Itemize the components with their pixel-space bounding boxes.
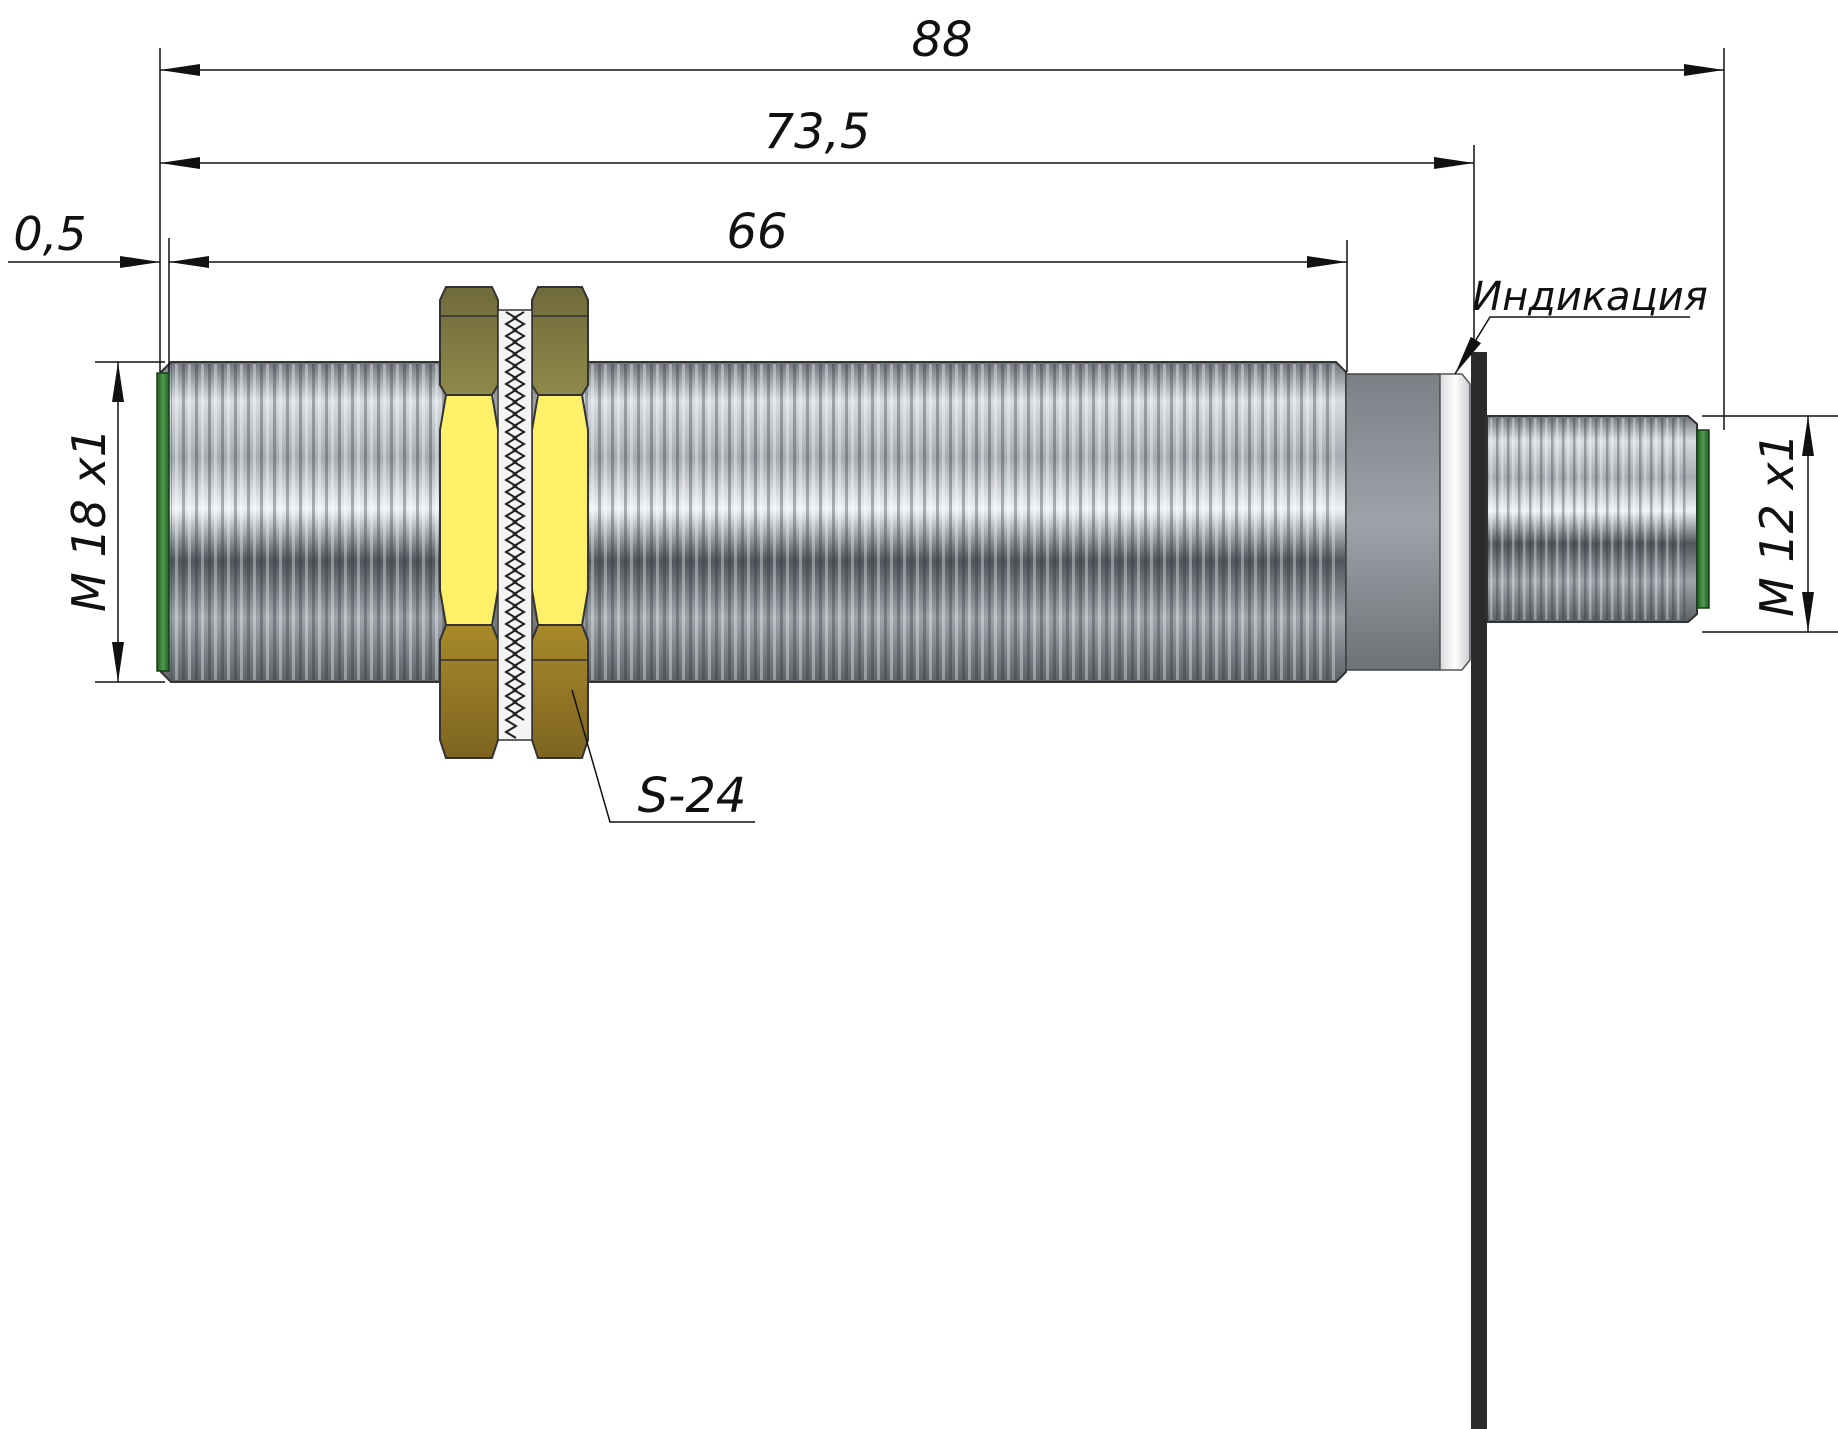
front-face — [156, 372, 170, 672]
dimension-lines — [8, 64, 1814, 823]
connector-face — [1696, 429, 1710, 609]
nut-leader — [571, 689, 755, 823]
connector-thread — [1486, 415, 1698, 623]
cable — [1471, 352, 1487, 1429]
nut-left — [439, 286, 499, 759]
indicator-label: Индикация — [1472, 274, 1708, 320]
nut-right — [531, 286, 589, 759]
indicator-ring — [1439, 373, 1471, 671]
dim-offset: 0,5 — [13, 207, 86, 261]
dim-main-thread: M 18 x1 — [62, 428, 116, 612]
lock-washer — [497, 309, 533, 741]
dim-nut-size: S-24 — [638, 768, 747, 824]
grey-collar — [1345, 373, 1441, 671]
dim-connector-thread: M 12 x1 — [1750, 433, 1804, 617]
dim-thread-length: 66 — [726, 204, 787, 260]
main-threaded-body — [160, 361, 1347, 683]
indicator-leader — [1454, 316, 1690, 375]
dim-length-to-indicator: 73,5 — [764, 104, 871, 160]
dim-overall-length: 88 — [911, 12, 972, 68]
